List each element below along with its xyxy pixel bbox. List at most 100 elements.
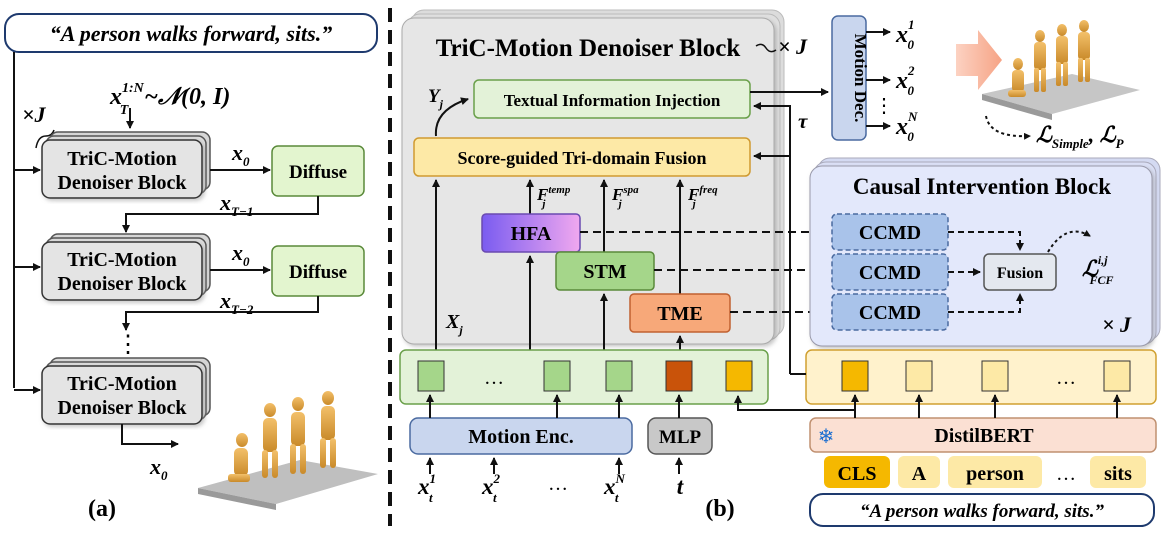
svg-text:Denoiser Block: Denoiser Block xyxy=(57,172,187,194)
ccmd3-fusion xyxy=(948,293,1024,313)
stm-label: STM xyxy=(583,261,626,283)
tau-label: τ xyxy=(798,109,808,133)
text-token-bar xyxy=(805,349,1157,405)
motion-figure-b xyxy=(982,20,1140,120)
tii-label: Textual Information Injection xyxy=(504,91,721,110)
text-token-3 xyxy=(981,360,1009,392)
xt2-path xyxy=(122,296,319,331)
xj-label: Xj xyxy=(445,311,463,337)
big-arrow xyxy=(956,30,1002,90)
tme-label: TME xyxy=(657,303,703,325)
out-dots: ⋮ xyxy=(874,95,894,117)
mlp-label: MLP xyxy=(659,427,702,448)
xt1-path xyxy=(122,196,319,233)
motion-dec-label: Motion Dec. xyxy=(851,34,870,123)
motion-token-dots: … xyxy=(484,367,504,389)
yj-arrow xyxy=(434,97,469,137)
motion-token-n xyxy=(605,360,633,392)
distilbert-box xyxy=(809,417,1157,453)
prompt-text-b: “A person walks forward, sits.” xyxy=(860,501,1104,522)
motion-figure-a xyxy=(198,391,378,510)
prompt-bubble-a xyxy=(4,13,378,53)
input-dots: … xyxy=(548,473,568,495)
denoiser-block-2: TriC-Motion Denoiser Block xyxy=(41,233,211,301)
svg-text:TriC-Motion: TriC-Motion xyxy=(67,373,177,395)
word-a-label: A xyxy=(912,463,927,485)
snow-icon: ❄ xyxy=(818,426,835,448)
ccmd1-fusion xyxy=(948,231,1024,251)
x0-label-1: x0 xyxy=(231,140,250,169)
hfa-label: HFA xyxy=(511,223,552,245)
denoiser-brace xyxy=(755,43,777,53)
figure-loss-arrow xyxy=(985,115,1031,140)
final-x0-path xyxy=(121,424,179,448)
time-token xyxy=(665,360,693,392)
denoiser-title: TriC-Motion Denoiser Block xyxy=(436,35,741,62)
word-a xyxy=(898,456,940,488)
text-token-2 xyxy=(905,360,933,392)
denoiser-block-1: TriC-Motion Denoiser Block xyxy=(41,131,211,199)
caption-b: (b) xyxy=(705,496,734,522)
motion-token-1 xyxy=(417,360,445,392)
svg-text:Denoiser Block: Denoiser Block xyxy=(57,397,187,419)
text-token-dots: … xyxy=(1056,367,1076,389)
motion-token-bar xyxy=(399,349,769,405)
repeat-j-a: ×J xyxy=(22,102,47,127)
prompt-text-a: “A person walks forward, sits.” xyxy=(50,21,332,46)
dots-a: ⋮ xyxy=(116,332,140,358)
tii-box xyxy=(473,79,751,119)
word-sits xyxy=(1090,456,1146,488)
svg-text:TriC-Motion: TriC-Motion xyxy=(67,148,177,170)
diffuse-label-1: Diffuse xyxy=(289,162,347,183)
x0-label-2: x0 xyxy=(231,240,250,269)
fusion-label: Fusion xyxy=(997,265,1043,282)
input-t: t xyxy=(677,474,684,499)
ccmd-1: CCMD xyxy=(831,213,949,251)
denoiser-block-3: TriC-Motion Denoiser Block xyxy=(41,357,211,425)
ccmd-3: CCMD xyxy=(831,293,949,331)
xt2-label: xT−2 xyxy=(219,288,254,317)
word-person-label: person xyxy=(966,463,1024,485)
prompt-bubble-b xyxy=(809,493,1155,527)
motion-enc-label: Motion Enc. xyxy=(468,426,574,448)
text-token-in xyxy=(725,360,753,392)
sgtf-label: Score-guided Tri-domain Fusion xyxy=(457,148,706,168)
svg-text:CCMD: CCMD xyxy=(859,222,921,244)
word-person xyxy=(948,456,1042,488)
tau-path xyxy=(753,102,791,374)
text-token-cls xyxy=(841,360,869,392)
word-cls-label: CLS xyxy=(838,463,877,485)
sgtf-box xyxy=(413,137,751,177)
svg-text:Denoiser Block: Denoiser Block xyxy=(57,273,187,295)
diffuse-label-2: Diffuse xyxy=(289,262,347,283)
causal-repeat: × J xyxy=(1102,312,1132,337)
word-cls xyxy=(824,456,890,488)
motion-token-2 xyxy=(543,360,571,392)
repeat-brace-a xyxy=(35,129,55,149)
part-b: TriC-Motion Denoiser Block × J Textual I… xyxy=(399,9,1161,527)
text-token-n xyxy=(1103,360,1131,392)
word-dots: … xyxy=(1056,463,1076,485)
causal-title: Causal Intervention Block xyxy=(853,174,1111,199)
svg-text:CCMD: CCMD xyxy=(859,262,921,284)
fusion-box xyxy=(983,253,1057,291)
simple-loss: ℒSimple, ℒP xyxy=(1036,122,1125,151)
svg-text:CCMD: CCMD xyxy=(859,302,921,324)
denoiser-repeat: × J xyxy=(778,34,808,59)
motion-dec-box xyxy=(831,15,867,141)
yj-label: Yj xyxy=(428,86,444,111)
caption-a: (a) xyxy=(88,496,116,522)
motion-enc-box xyxy=(409,417,633,455)
ccmd-2: CCMD xyxy=(831,253,949,291)
xt1-label: xT−1 xyxy=(219,190,253,219)
